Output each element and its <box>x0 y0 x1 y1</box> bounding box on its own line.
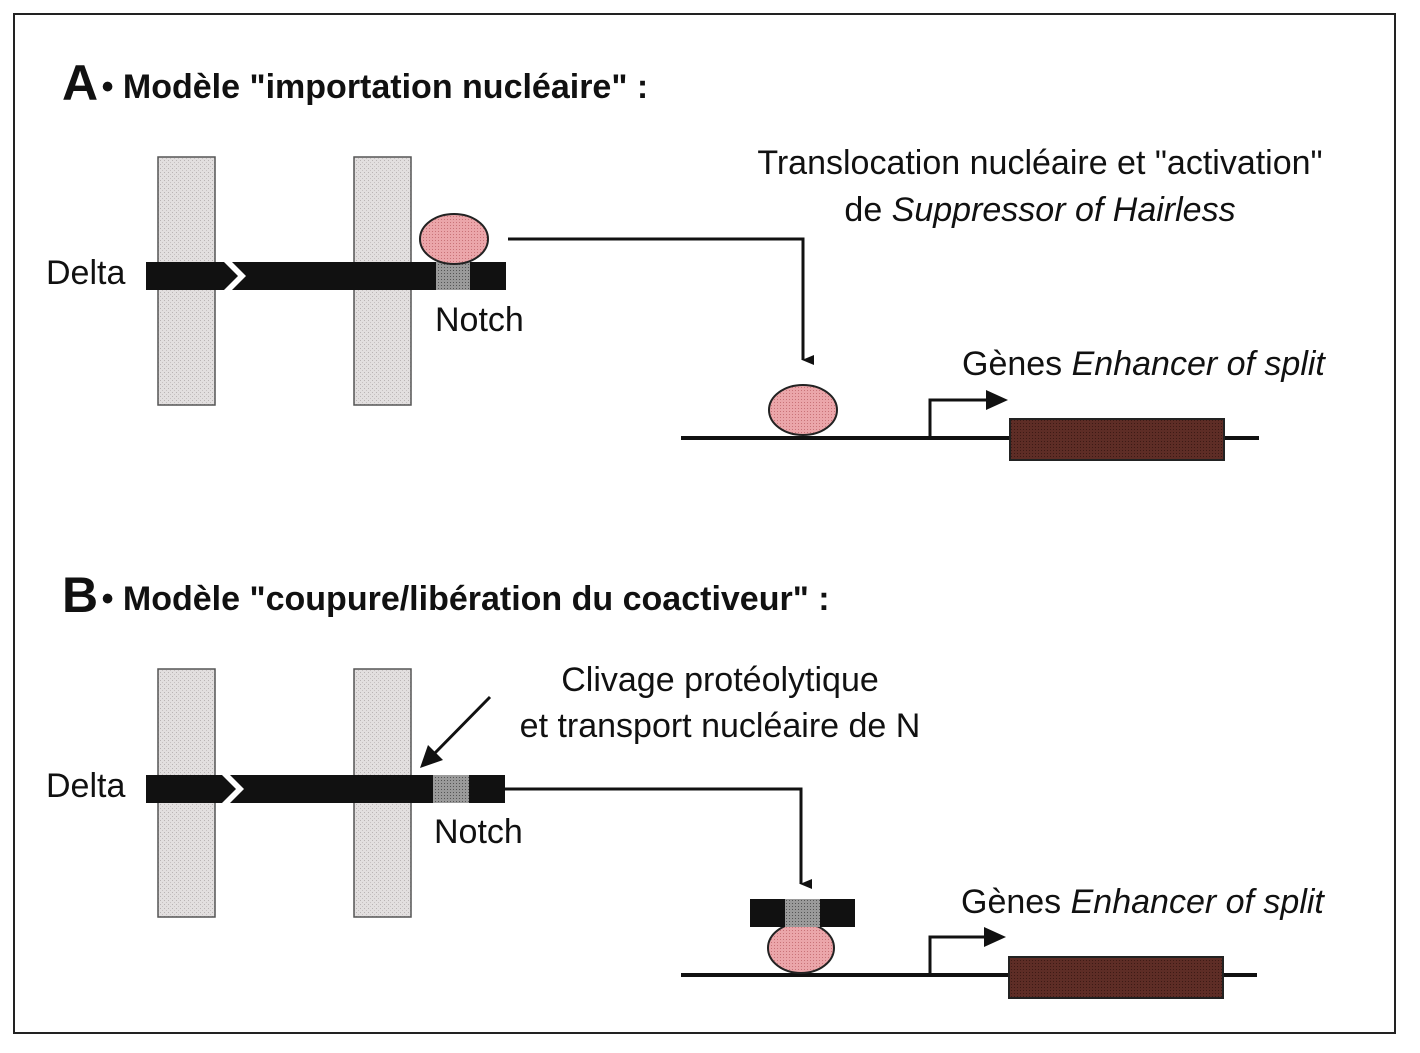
notch-label-b: Notch <box>434 813 523 851</box>
suh-protein-dna-b <box>767 922 835 974</box>
notch-fragment-right-b <box>820 899 855 927</box>
notch-extracellular-b <box>230 775 433 803</box>
cleavage-line1: Clivage protéolytique <box>561 661 879 699</box>
genes-label-b: Gènes Enhancer of split <box>961 882 1324 922</box>
translocation-line2: de Suppressor of Hairless <box>700 190 1380 230</box>
panel-b-title: B • Modèle "coupure/libération du coacti… <box>62 566 830 624</box>
genes-prefix-a: Gènes <box>962 345 1072 383</box>
delta-label-a: Delta <box>46 254 126 292</box>
panel-a-title-text: • Modèle "importation nucléaire" : <box>101 68 649 106</box>
notch-extracellular-a <box>232 262 436 290</box>
notch-tail-b <box>469 775 505 803</box>
notch-fragment-domain-b <box>785 899 820 927</box>
notch-domain-a <box>436 262 470 290</box>
delta-label-b: Delta <box>46 767 126 805</box>
translocation-arrow-a <box>508 237 814 365</box>
promoter-arrow-a <box>928 398 990 438</box>
notch-domain-b <box>433 775 469 803</box>
figure-frame <box>13 13 1396 1034</box>
gene-box-a <box>1009 418 1225 461</box>
gene-box-b <box>1008 956 1224 999</box>
delta-protein-a <box>146 262 238 290</box>
panel-b-graphics <box>146 668 1257 999</box>
panel-a-letter: A <box>62 55 98 111</box>
cleavage-arrowhead-b <box>420 745 443 768</box>
cleavage-arrow-shaft-b <box>430 695 492 758</box>
translocation-line1: Translocation nucléaire et "activation" <box>757 144 1323 182</box>
suh-protein-membrane-a <box>419 213 489 265</box>
transport-arrow-b <box>505 787 812 889</box>
genes-italic-a: Enhancer of split <box>1071 345 1325 383</box>
promoter-arrowhead-a <box>986 390 1008 410</box>
genes-label-a: Gènes Enhancer of split <box>962 344 1325 384</box>
suh-protein-dna-a <box>768 384 838 436</box>
cleavage-line2: et transport nucléaire de N <box>519 707 921 745</box>
notch-label-a: Notch <box>435 301 524 339</box>
notch-tail-a <box>470 262 506 290</box>
panel-b-title-text: • Modèle "coupure/libération du coactive… <box>101 580 830 618</box>
genes-italic-b: Enhancer of split <box>1070 883 1324 921</box>
promoter-arrow-b <box>928 935 988 975</box>
translocation-line2-italic: Suppressor of Hairless <box>891 191 1236 229</box>
genes-prefix-b: Gènes <box>961 883 1071 921</box>
panel-a-graphics <box>146 156 1259 461</box>
delta-protein-b <box>146 775 236 803</box>
panel-a-title: A • Modèle "importation nucléaire" : <box>62 54 648 112</box>
panel-b-letter: B <box>62 567 98 623</box>
translocation-line2-prefix: de <box>844 191 892 229</box>
notch-fragment-left-b <box>750 899 785 927</box>
promoter-arrowhead-b <box>984 927 1006 947</box>
